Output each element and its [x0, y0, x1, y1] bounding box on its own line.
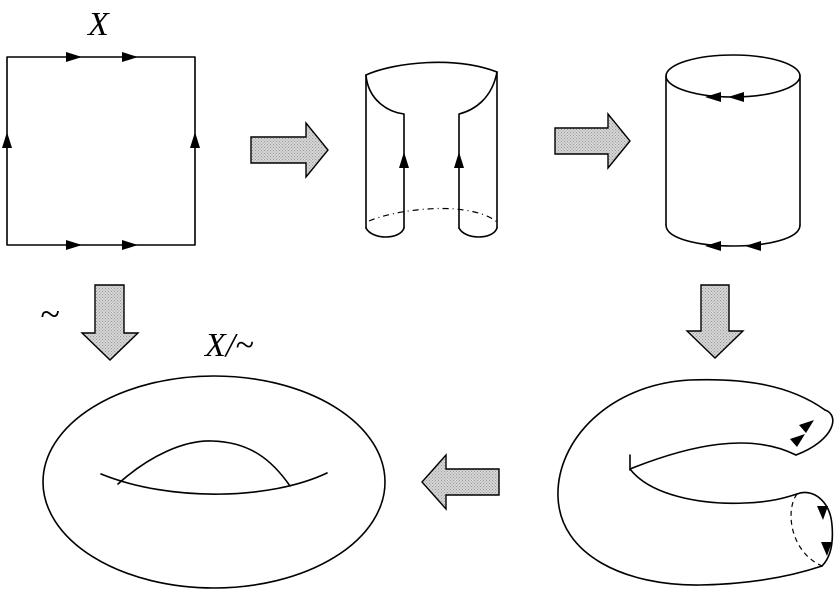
torus — [42, 375, 386, 589]
quotient-label: X/~ — [203, 327, 254, 364]
torus-hole-upper — [117, 440, 291, 487]
arrowhead-icon — [705, 92, 721, 102]
cylinder-bottom-edge — [665, 224, 801, 247]
block-arrow-icon — [250, 121, 329, 179]
arrowhead-icon — [817, 506, 828, 520]
arrowhead-icon — [122, 240, 138, 250]
torus-outer-ellipse — [42, 375, 386, 589]
arrow-right-2 — [554, 112, 631, 170]
square-outline — [6, 56, 196, 246]
bent-cylinder — [557, 378, 834, 586]
arrowhead-icon — [66, 52, 82, 62]
bent-tube-inner-top — [629, 442, 797, 470]
arrowhead-icon — [821, 542, 832, 556]
block-arrow-icon — [685, 284, 745, 359]
arrowhead-icon — [745, 241, 761, 251]
arrowhead-icon — [454, 152, 464, 168]
relation-label: ~ — [40, 294, 59, 334]
bent-tube-inner-bottom — [629, 468, 798, 505]
cylinder — [665, 54, 801, 251]
arrowhead-icon — [799, 420, 814, 433]
arrow-left-bottom — [421, 453, 500, 511]
curling-sheet — [365, 61, 498, 238]
arrowhead-icon — [66, 240, 82, 250]
block-arrow-icon — [554, 112, 631, 170]
arrow-down-right — [685, 284, 745, 359]
top-opening-rim — [795, 409, 834, 456]
sheet-hidden-edge — [368, 207, 498, 223]
cylinder-top-ellipse — [665, 54, 801, 98]
sheet-bottom-right-curl — [458, 227, 498, 238]
bent-tube-outer — [557, 378, 826, 586]
sheet-bottom-left-curl — [365, 227, 405, 238]
square-x — [2, 52, 200, 250]
arrowhead-icon — [190, 132, 200, 148]
bottom-opening-rim — [796, 491, 834, 567]
arrowhead-icon — [122, 52, 138, 62]
space-label: X — [86, 6, 110, 43]
sheet-top-edge — [365, 61, 498, 76]
arrowhead-icon — [2, 132, 12, 148]
arrowhead-icon — [705, 241, 721, 251]
arrow-down-left — [80, 284, 140, 361]
arrow-right-1 — [250, 121, 329, 179]
torus-hole-lower — [100, 472, 328, 495]
arrowhead-icon — [728, 92, 744, 102]
arrowhead-icon — [790, 434, 805, 447]
bottom-opening-hidden-rim — [790, 493, 823, 567]
block-arrow-icon — [421, 453, 500, 511]
sheet-right-inner — [458, 71, 498, 229]
block-arrow-icon — [80, 284, 140, 361]
sheet-left-inner — [365, 74, 405, 229]
arrowhead-icon — [399, 152, 409, 168]
